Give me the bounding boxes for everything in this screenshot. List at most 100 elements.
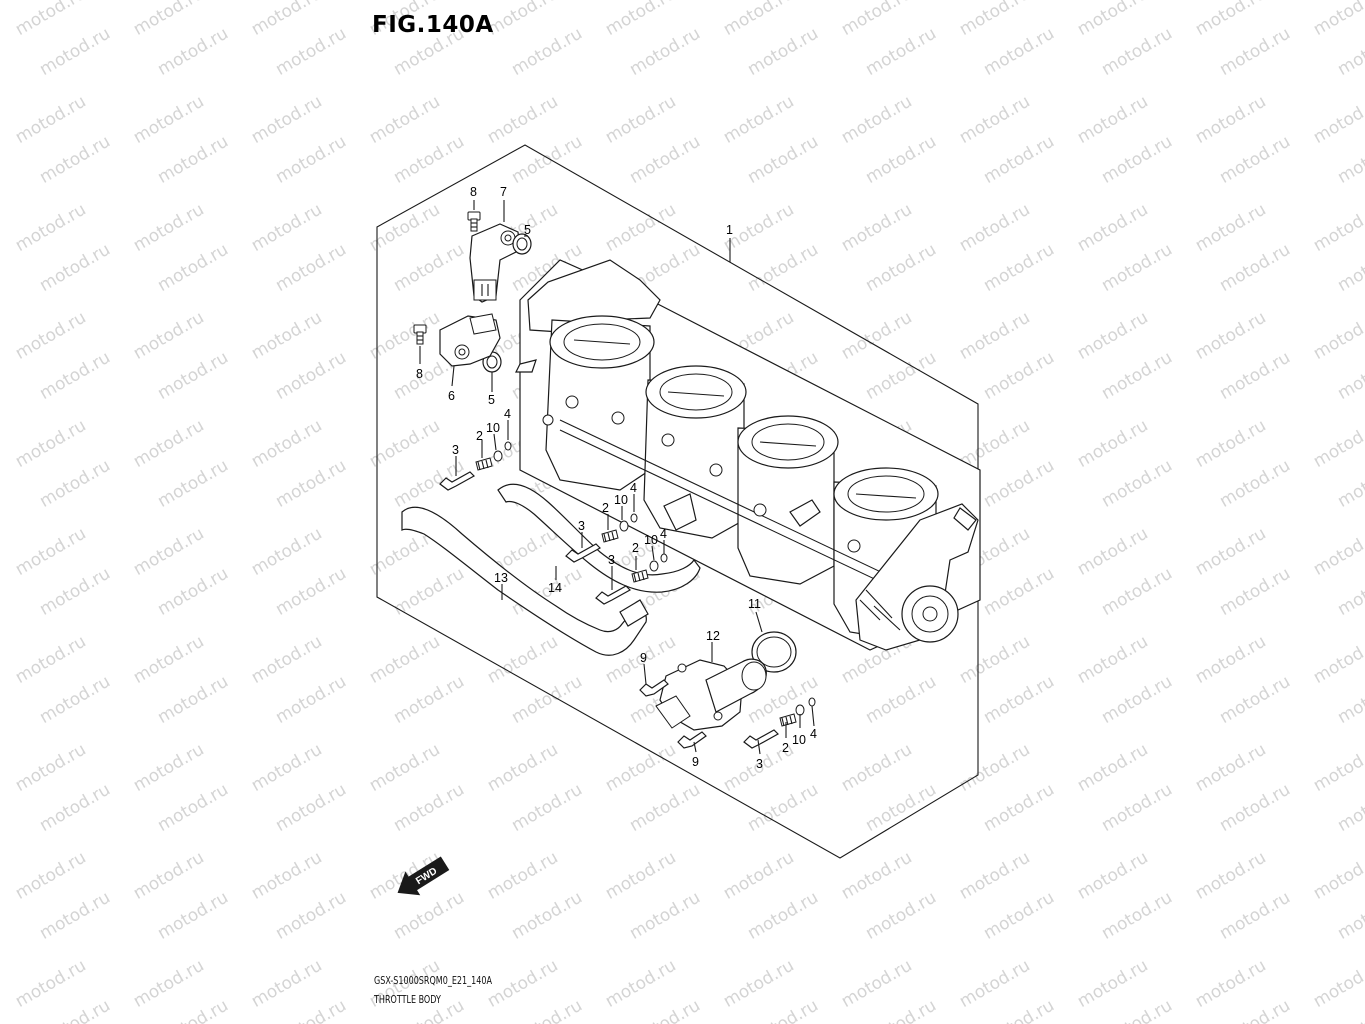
watermark-text: motod.ru <box>720 92 798 148</box>
bolt-8-lower <box>413 324 427 345</box>
watermark-text: motod.ru <box>956 0 1034 40</box>
watermark-text: motod.ru <box>1192 200 1270 256</box>
watermark-text: motod.ru <box>1334 564 1365 620</box>
watermark-text: motod.ru <box>272 456 350 512</box>
watermark-text: motod.ru <box>1310 524 1365 580</box>
watermark-text: motod.ru <box>390 780 468 836</box>
screw-set-b <box>565 513 638 563</box>
watermark-text: motod.ru <box>248 956 326 1012</box>
watermark-text: motod.ru <box>390 240 468 296</box>
callout-4-b: 4 <box>630 481 637 495</box>
watermark-text: motod.ru <box>130 632 208 688</box>
watermark-text: motod.ru <box>272 240 350 296</box>
watermark-text: motod.ru <box>154 456 232 512</box>
watermark-text: motod.ru <box>1074 308 1152 364</box>
watermark-text: motod.ru <box>36 672 114 728</box>
watermark-text: motod.ru <box>130 740 208 796</box>
callout-6: 6 <box>448 389 455 403</box>
callout-4-c: 4 <box>660 527 667 541</box>
o-ring-11-inner <box>756 636 792 668</box>
watermark-text: motod.ru <box>1310 632 1365 688</box>
watermark-text: motod.ru <box>366 740 444 796</box>
assembly-frame <box>376 144 979 859</box>
watermark-text: motod.ru <box>956 632 1034 688</box>
callout-2-d: 2 <box>782 741 789 755</box>
watermark-text: motod.ru <box>1098 672 1176 728</box>
watermark-text: motod.ru <box>862 672 940 728</box>
watermark-text: motod.ru <box>154 672 232 728</box>
watermark-text: motod.ru <box>1098 348 1176 404</box>
watermark-text: motod.ru <box>36 348 114 404</box>
watermark-text: motod.ru <box>1098 132 1176 188</box>
watermark-text: motod.ru <box>602 200 680 256</box>
watermark-text: motod.ru <box>1216 456 1294 512</box>
watermark-text: motod.ru <box>626 780 704 836</box>
watermark-text: motod.ru <box>130 524 208 580</box>
watermark-text: motod.ru <box>154 24 232 80</box>
watermark-text: motod.ru <box>980 132 1058 188</box>
watermark-text: motod.ru <box>154 564 232 620</box>
watermark-text: motod.ru <box>1192 632 1270 688</box>
watermark-text: motod.ru <box>12 308 90 364</box>
callout-labels: 1 8 7 5 8 6 5 4 10 2 3 4 10 2 3 4 10 2 3… <box>416 185 817 771</box>
leader-lines <box>419 200 815 755</box>
callout-4-d: 4 <box>810 727 817 741</box>
sensor-6 <box>439 313 501 367</box>
watermark-text: motod.ru <box>602 740 680 796</box>
watermark-text: motod.ru <box>36 132 114 188</box>
watermark-text: motod.ru <box>390 888 468 944</box>
watermark-text: motod.ru <box>272 132 350 188</box>
callout-1: 1 <box>726 223 733 237</box>
watermark-text: motod.ru <box>838 0 916 40</box>
watermark-text: motod.ru <box>12 632 90 688</box>
watermark-text: motod.ru <box>1216 564 1294 620</box>
watermark-text: motod.ru <box>626 24 704 80</box>
watermark-text: motod.ru <box>602 0 680 40</box>
watermark-text: motod.ru <box>130 200 208 256</box>
watermark-text: motod.ru <box>626 132 704 188</box>
watermark-text: motod.ru <box>1074 0 1152 40</box>
hose-13-end <box>619 599 649 627</box>
o-ring-5-upper-inner <box>516 237 528 251</box>
screw-9-lower <box>677 731 707 749</box>
watermark-text: motod.ru <box>1192 0 1270 40</box>
watermark-text: motod.ru <box>1098 24 1176 80</box>
watermark-text: motod.ru <box>272 24 350 80</box>
watermark-text: motod.ru <box>1310 416 1365 472</box>
callout-10-b: 10 <box>614 493 628 507</box>
callout-10-a: 10 <box>486 421 500 435</box>
callout-12: 12 <box>706 629 720 643</box>
watermark-text: motod.ru <box>1216 888 1294 944</box>
actuator-12 <box>655 658 767 731</box>
watermark-text: motod.ru <box>154 780 232 836</box>
watermark-text: motod.ru <box>980 672 1058 728</box>
watermark-text: motod.ru <box>1098 240 1176 296</box>
watermark-text: motod.ru <box>130 848 208 904</box>
watermark-text: motod.ru <box>272 996 350 1024</box>
watermark-text: motod.ru <box>1216 132 1294 188</box>
watermark-text: motod.ru <box>1216 348 1294 404</box>
watermark-text: motod.ru <box>602 92 680 148</box>
section-name: THROTTLE BODY <box>374 994 441 1006</box>
hose-14 <box>497 483 701 593</box>
watermark-text: motod.ru <box>956 956 1034 1012</box>
bolt-8-upper <box>467 211 481 232</box>
callout-2-b: 2 <box>602 501 609 515</box>
callout-3-c: 3 <box>608 553 615 567</box>
watermark-text: motod.ru <box>862 240 940 296</box>
watermark-text: motod.ru <box>626 996 704 1024</box>
watermark-text: motod.ru <box>248 0 326 40</box>
callout-2-a: 2 <box>476 429 483 443</box>
watermark-text: motod.ru <box>248 524 326 580</box>
watermark-text: motod.ru <box>980 888 1058 944</box>
watermark-text: motod.ru <box>1192 416 1270 472</box>
watermark-text: motod.ru <box>1074 416 1152 472</box>
watermark-text: motod.ru <box>1310 740 1365 796</box>
watermark-text: motod.ru <box>508 996 586 1024</box>
throttle-body-1 <box>515 259 981 651</box>
callout-8-lower: 8 <box>416 367 423 381</box>
watermark-text: motod.ru <box>366 632 444 688</box>
watermark-text: motod.ru <box>1334 888 1365 944</box>
watermark-text: motod.ru <box>980 456 1058 512</box>
watermark-text: motod.ru <box>154 132 232 188</box>
